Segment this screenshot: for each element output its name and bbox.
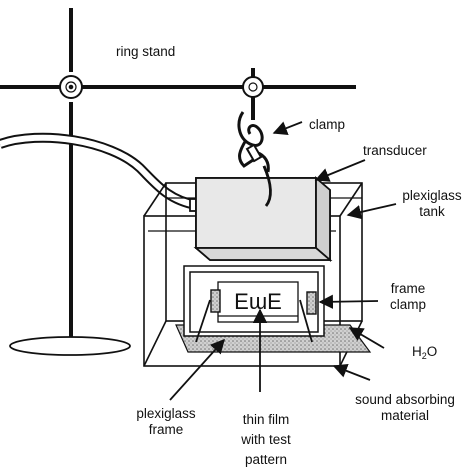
label-frame-clamp-line1: frame bbox=[391, 281, 426, 296]
label-transducer: transducer bbox=[363, 143, 427, 158]
label-thin-film-line3: pattern bbox=[245, 452, 287, 467]
label-frame-clamp-line2: clamp bbox=[390, 297, 426, 312]
frame-clamp-arrow bbox=[318, 294, 379, 309]
label-thin-film-line1: thin film bbox=[243, 412, 290, 427]
water-arrow bbox=[348, 327, 385, 349]
frame-clamp-right bbox=[306, 291, 317, 315]
plexiglass-frame-arrow bbox=[169, 338, 225, 401]
sound-material-arrow bbox=[332, 363, 371, 381]
label-thin-film-line2: with test bbox=[240, 432, 291, 447]
transducer-cable bbox=[0, 132, 201, 212]
label-water-h: H bbox=[412, 344, 422, 359]
tank-arrow bbox=[346, 203, 397, 220]
label-water: H2O bbox=[412, 344, 437, 361]
transducer-arrow bbox=[314, 159, 366, 182]
label-clamp: clamp bbox=[309, 117, 345, 132]
label-plexiglass-tank-line2: tank bbox=[419, 204, 445, 219]
label-ring-stand: ring stand bbox=[116, 44, 175, 59]
clamp-hook bbox=[262, 165, 272, 207]
frame-clamp-left bbox=[210, 289, 221, 313]
label-plexiglass-frame-line1: plexiglass bbox=[136, 406, 196, 421]
label-plexiglass-tank-line1: plexiglass bbox=[402, 188, 462, 203]
label-sound-material-line2: material bbox=[381, 408, 429, 423]
test-pattern-text: EɯE bbox=[234, 289, 282, 314]
transducer bbox=[193, 176, 333, 262]
label-water-sub: 2 bbox=[422, 351, 427, 361]
label-sound-material-line1: sound absorbing bbox=[355, 392, 455, 407]
label-water-o: O bbox=[427, 344, 438, 359]
clamp-arrow bbox=[272, 121, 303, 135]
label-plexiglass-frame-line2: frame bbox=[149, 422, 184, 437]
